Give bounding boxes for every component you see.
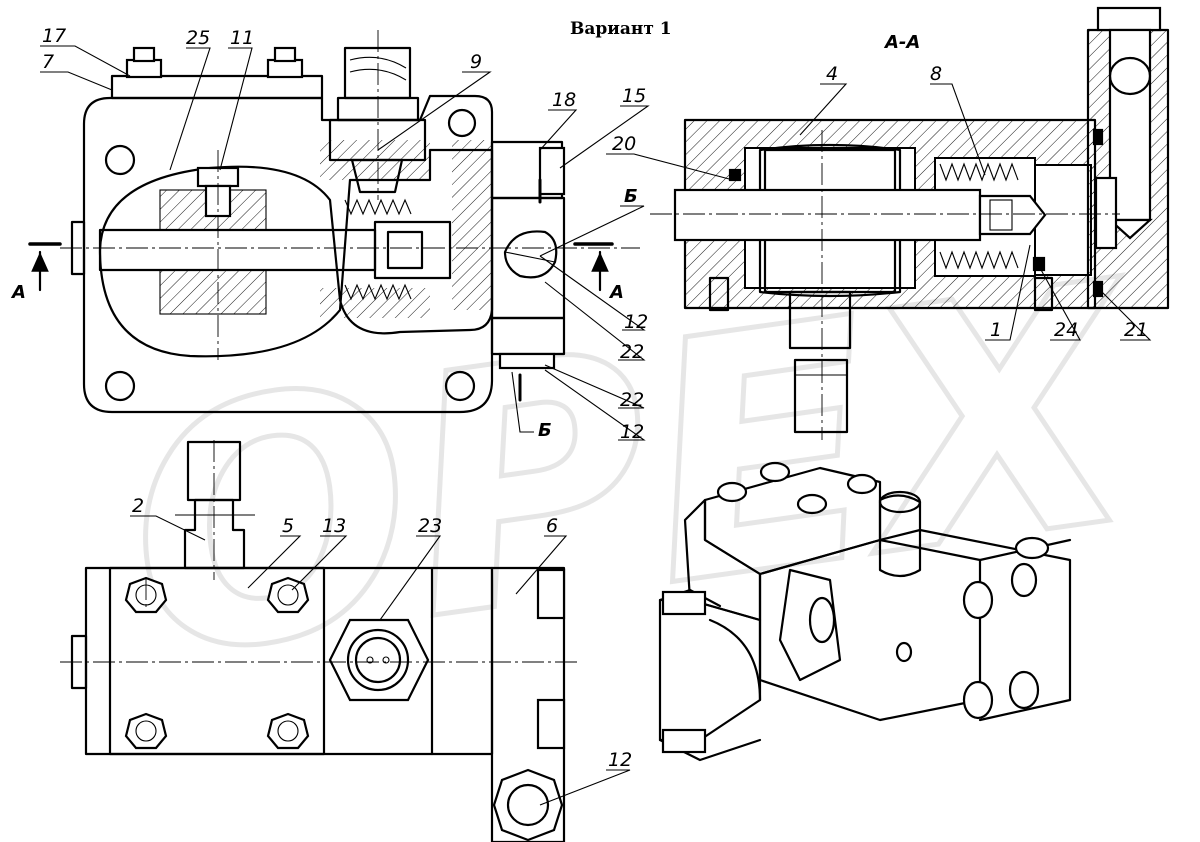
callout-12b: 12 [620, 421, 644, 443]
callout-22a: 22 [620, 341, 644, 363]
callout-24: 24 [1054, 319, 1078, 341]
section-a-a [650, 6, 1170, 440]
section-cut-markers [28, 178, 614, 402]
callout-13: 13 [322, 515, 346, 537]
callout-11: 11 [230, 27, 254, 49]
callout-21: 21 [1124, 319, 1148, 341]
callout-18: 18 [552, 89, 576, 111]
isometric-view [658, 461, 1072, 762]
callout-20: 20 [612, 133, 636, 155]
section-title: А-А [883, 32, 920, 53]
callout-8: 8 [930, 63, 942, 85]
callout-12c: 12 [608, 749, 632, 771]
callout-9: 9 [470, 51, 482, 73]
callout-6: 6 [546, 515, 558, 537]
leader-lines [40, 45, 1152, 806]
callout-numbers: 17 7 25 11 9 18 15 20 Б 12 22 22 12 Б 4 … [42, 25, 1148, 771]
callout-17: 17 [42, 25, 66, 47]
callout-7: 7 [42, 51, 54, 73]
callout-1: 1 [990, 319, 1002, 341]
callout-4: 4 [826, 63, 838, 85]
drawing-title: Вариант 1 [570, 19, 672, 39]
callout-b-top: Б [624, 186, 638, 207]
callout-25: 25 [186, 27, 210, 49]
cut-label-left: А [10, 282, 26, 303]
top-view [60, 440, 580, 842]
cut-label-right: А [608, 282, 624, 303]
callout-15: 15 [622, 85, 646, 107]
callout-22b: 22 [620, 389, 644, 411]
front-view [60, 30, 640, 414]
callout-5: 5 [282, 515, 294, 537]
callout-b-bottom: Б [538, 420, 552, 441]
callout-23: 23 [418, 515, 442, 537]
callout-12a: 12 [624, 311, 648, 333]
callout-2: 2 [132, 495, 144, 517]
